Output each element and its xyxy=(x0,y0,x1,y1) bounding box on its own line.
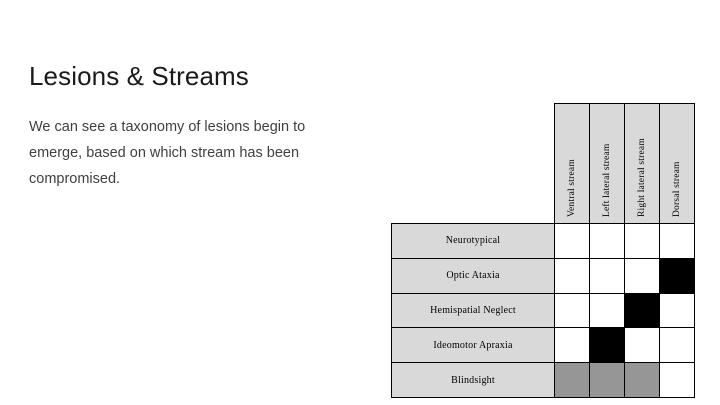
matrix-cell xyxy=(589,223,625,259)
table-row: Blindsight xyxy=(391,362,695,398)
table-row: Hemispatial Neglect xyxy=(391,292,695,329)
row-label-hemispatial-neglect: Hemispatial Neglect xyxy=(391,292,555,329)
matrix-corner-spacer xyxy=(392,104,555,224)
row-label-optic-ataxia: Optic Ataxia xyxy=(391,257,555,294)
matrix-cell xyxy=(659,292,695,329)
matrix-cell xyxy=(624,257,660,294)
matrix-cell xyxy=(554,362,590,398)
column-header-right-lateral-stream: Right lateral stream xyxy=(624,103,660,224)
matrix-cell xyxy=(659,362,695,398)
matrix-cell xyxy=(659,257,695,294)
matrix-cell xyxy=(554,223,590,259)
matrix-cell xyxy=(659,223,695,259)
matrix-cell xyxy=(624,223,660,259)
table-row: Ideomotor Apraxia xyxy=(391,327,695,364)
matrix-cell xyxy=(624,362,660,398)
table-row: Neurotypical xyxy=(391,223,695,259)
row-label-neurotypical: Neurotypical xyxy=(391,223,555,259)
matrix-cell xyxy=(624,327,660,364)
matrix-cell xyxy=(659,327,695,364)
column-header-dorsal-stream: Dorsal stream xyxy=(659,103,695,224)
matrix-cell xyxy=(589,327,625,364)
matrix-cell xyxy=(589,257,625,294)
column-header-left-lateral-stream: Left lateral stream xyxy=(589,103,625,224)
matrix-cell xyxy=(554,257,590,294)
table-row: Optic Ataxia xyxy=(391,257,695,294)
matrix-cell xyxy=(589,362,625,398)
matrix-cell xyxy=(589,292,625,329)
column-header-ventral-stream: Ventral stream xyxy=(554,103,590,224)
matrix-cell xyxy=(624,292,660,329)
page-title: Lesions & Streams xyxy=(29,61,249,92)
matrix-cell xyxy=(554,292,590,329)
slide-body-text: We can see a taxonomy of lesions begin t… xyxy=(29,118,306,187)
matrix-cell xyxy=(554,327,590,364)
row-label-blindsight: Blindsight xyxy=(391,362,555,398)
row-label-ideomotor-apraxia: Ideomotor Apraxia xyxy=(391,327,555,364)
